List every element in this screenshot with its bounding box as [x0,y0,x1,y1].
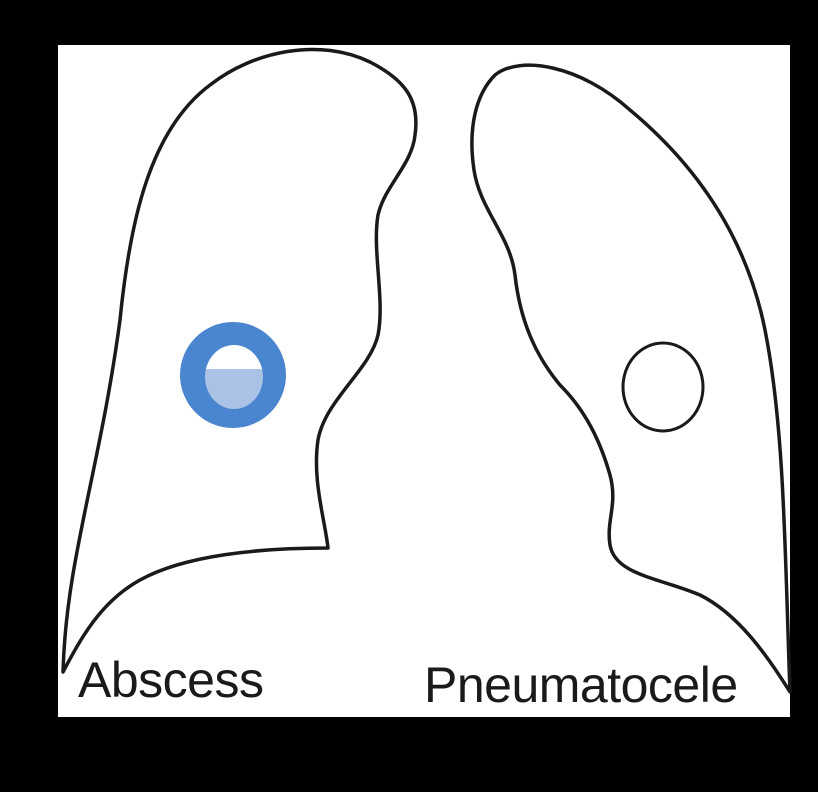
pneumatocele-cyst [623,343,703,431]
right-lung-outline [472,65,790,692]
abscess-label: Abscess [78,655,263,705]
abscess-cavity [180,322,286,428]
pneumatocele-label: Pneumatocele [424,660,738,710]
